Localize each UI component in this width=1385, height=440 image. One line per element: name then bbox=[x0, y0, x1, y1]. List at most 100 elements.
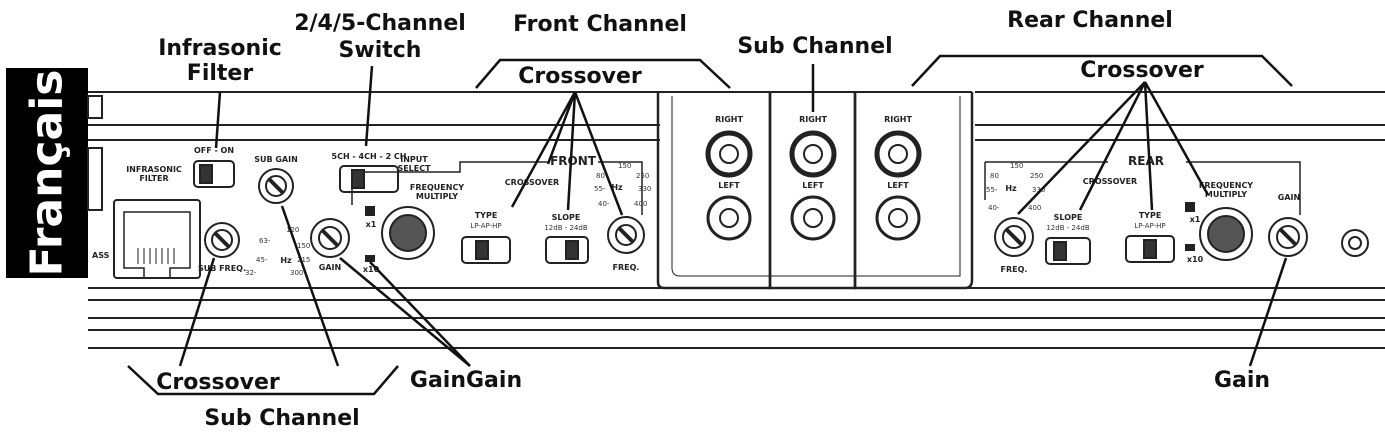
leader-front-gain-2 bbox=[369, 261, 471, 367]
panel-rear-scale-55: 55- bbox=[986, 186, 998, 194]
callout-sub-channel-top: Sub Channel bbox=[737, 34, 893, 59]
rear-gain-knob[interactable] bbox=[1268, 217, 1308, 257]
leader-front-slope bbox=[566, 91, 577, 211]
panel-front-rca-left: LEFT bbox=[718, 181, 740, 190]
panel-rear-rca-right: RIGHT bbox=[884, 115, 912, 124]
panel-sub-scale-215: 215 bbox=[297, 256, 310, 264]
panel-sub-scale-63: 63- bbox=[259, 237, 271, 245]
panel-pass: ASS bbox=[92, 251, 110, 260]
rca-jacks bbox=[705, 130, 922, 241]
rear-frequency-multiply-knob[interactable] bbox=[1185, 202, 1253, 261]
panel-rear-gain: GAIN bbox=[1278, 193, 1300, 202]
bracket-rear-channel bbox=[911, 54, 1293, 87]
callout-rear-gain: Gain bbox=[1213, 368, 1271, 393]
rear-rca-left[interactable] bbox=[875, 195, 921, 241]
panel-rear: REAR bbox=[1128, 154, 1164, 168]
panel-front-scale-80: 80 bbox=[596, 172, 605, 180]
callout-channel-switch-line1: 2/4/5-Channel bbox=[294, 11, 466, 36]
panel-front-rca-right: RIGHT bbox=[715, 115, 743, 124]
panel-front-scale-330: 330 bbox=[638, 185, 651, 193]
channel-select-switch[interactable] bbox=[339, 165, 399, 193]
panel-front-gain: GAIN bbox=[319, 263, 341, 272]
panel-front-freq: FREQ. bbox=[613, 263, 640, 272]
callout-front-crossover: Crossover bbox=[518, 64, 642, 89]
text-line: FREQUENCY bbox=[1199, 181, 1253, 190]
text-line: FILTER bbox=[139, 174, 168, 183]
text-line: MULTIPLY bbox=[416, 192, 458, 201]
panel-sub-scale-32: 32- bbox=[245, 269, 257, 277]
front-freq-knob[interactable] bbox=[607, 216, 645, 254]
panel-rear-slope: SLOPE bbox=[1054, 213, 1083, 222]
bracket-sub-channel bbox=[127, 365, 399, 396]
front-frequency-multiply-knob[interactable] bbox=[365, 206, 435, 262]
infrasonic-filter-switch[interactable] bbox=[193, 160, 235, 188]
language-tab: Français bbox=[6, 68, 88, 278]
leader-infrasonic bbox=[214, 91, 222, 149]
leader-rear-multiply bbox=[1143, 81, 1210, 196]
panel-front-slope: SLOPE bbox=[552, 213, 581, 222]
panel-rear-rca-left: LEFT bbox=[887, 181, 909, 190]
bracket-front-channel bbox=[475, 58, 731, 89]
leader-front-crossover bbox=[546, 91, 577, 165]
panel-front-type-options: LP-AP-HP bbox=[470, 222, 501, 230]
front-gain-knob[interactable] bbox=[310, 218, 350, 258]
callout-front-gain: GainGain bbox=[409, 368, 523, 393]
text-line: INPUT bbox=[400, 155, 428, 164]
panel-front-scale-55: 55- bbox=[594, 185, 606, 193]
panel-front-crossover: CROSSOVER bbox=[505, 178, 559, 187]
panel-front-x10: x10 bbox=[363, 265, 380, 274]
rear-freq-knob[interactable] bbox=[994, 217, 1034, 257]
panel-sub-scale-300: 300 bbox=[290, 269, 303, 277]
callout-channel-switch-line2: Switch bbox=[338, 38, 422, 63]
callout-rear-crossover: Crossover bbox=[1080, 58, 1204, 83]
callout-sub-channel-bottom: Sub Channel bbox=[204, 406, 360, 431]
panel-front-type: TYPE bbox=[475, 211, 498, 220]
text-line: INFRASONIC bbox=[126, 165, 182, 174]
panel-sub-scale-150: 150 bbox=[297, 242, 310, 250]
panel-rear-freq: FREQ. bbox=[1001, 265, 1028, 274]
text-line: FREQUENCY bbox=[410, 183, 464, 192]
sub-rca-left[interactable] bbox=[790, 195, 836, 241]
leader-front-gain-1 bbox=[339, 257, 471, 367]
panel-sub-freq: SUB FREQ. bbox=[198, 264, 246, 273]
rear-slope-switch[interactable] bbox=[1045, 237, 1091, 265]
leader-rear-slope bbox=[1078, 81, 1147, 211]
sub-rca-right[interactable] bbox=[789, 130, 837, 178]
panel-front-slope-options: 12dB - 24dB bbox=[544, 224, 587, 232]
callout-lines bbox=[127, 54, 1293, 396]
sub-gain-knob[interactable] bbox=[258, 168, 294, 204]
rear-type-switch[interactable] bbox=[1125, 235, 1175, 263]
front-rca-right[interactable] bbox=[705, 130, 753, 178]
panel-rear-hz: Hz bbox=[1005, 184, 1017, 193]
panel-rear-scale-330: 330 bbox=[1032, 186, 1045, 194]
sub-freq-knob[interactable] bbox=[204, 222, 240, 258]
callout-infrasonic-filter: Infrasonic Filter bbox=[158, 36, 282, 86]
panel-rear-x10: x10 bbox=[1187, 255, 1204, 264]
panel-front-scale-150: 150 bbox=[618, 162, 631, 170]
leader-channel-switch bbox=[364, 65, 374, 147]
text-line: SELECT bbox=[397, 164, 431, 173]
leader-front-type bbox=[510, 91, 577, 208]
leader-rear-gain bbox=[1248, 257, 1288, 367]
panel-sub-rca-right: RIGHT bbox=[799, 115, 827, 124]
leader-front-freq bbox=[573, 91, 624, 216]
front-rca-left[interactable] bbox=[706, 195, 752, 241]
panel-front-scale-400: 400 bbox=[634, 200, 647, 208]
panel-sub-gain: SUB GAIN bbox=[254, 155, 298, 164]
front-type-switch[interactable] bbox=[461, 236, 511, 264]
panel-front-scale-40: 40- bbox=[598, 200, 610, 208]
callout-channel-switch: 2/4/5-Channel Switch bbox=[294, 10, 466, 64]
leader-sub-gain bbox=[280, 205, 340, 367]
panel-channel-switch: 5CH - 4CH - 2 CH bbox=[332, 152, 407, 161]
rear-rca-right[interactable] bbox=[874, 130, 922, 178]
text-line: MULTIPLY bbox=[1205, 190, 1247, 199]
front-slope-switch[interactable] bbox=[545, 236, 589, 264]
panel-rear-scale-250: 250 bbox=[1030, 172, 1043, 180]
